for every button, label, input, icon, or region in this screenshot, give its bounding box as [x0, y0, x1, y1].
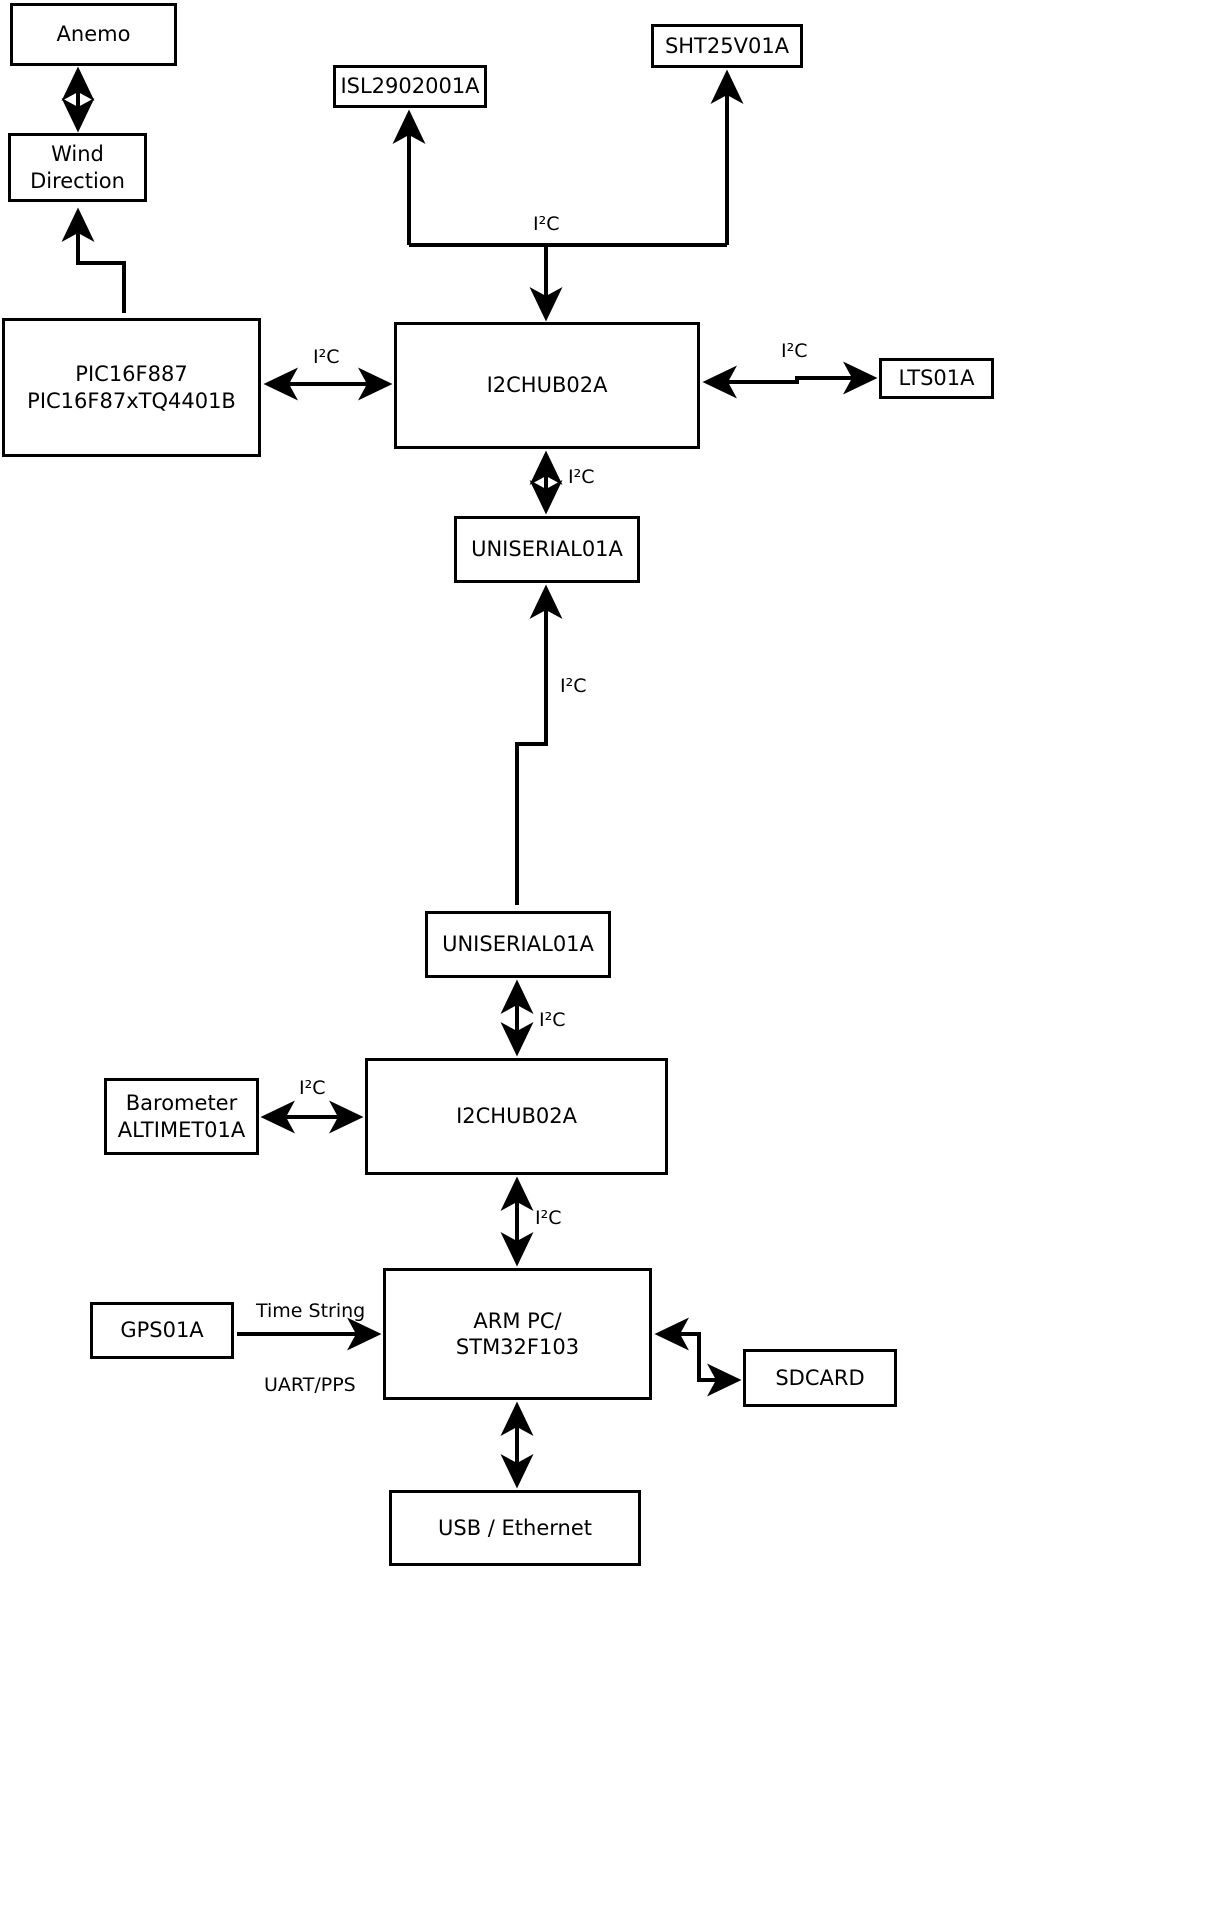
node-uniserial01a-lower[interactable]: UNISERIAL01A [425, 911, 611, 978]
node-isl2902001a[interactable]: ISL2902001A [333, 65, 487, 108]
node-label: SHT25V01A [664, 33, 790, 58]
edge-label-i2c-hub2-armpc: I²C [535, 1207, 562, 1229]
edge-label-uart-pps: UART/PPS [264, 1374, 356, 1396]
edge-uniserial1-uniserial2 [515, 584, 563, 905]
node-arm-pc-stm32f103[interactable]: ARM PC/ STM32F103 [383, 1268, 652, 1400]
node-usb-ethernet[interactable]: USB / Ethernet [389, 1490, 641, 1566]
node-label: GPS01A [120, 1318, 204, 1343]
node-anemo[interactable]: Anemo [10, 3, 177, 66]
node-label: ISL2902001A [340, 74, 480, 99]
node-sht25v01a[interactable]: SHT25V01A [651, 24, 803, 68]
edge-armpc-sdcard [654, 1317, 742, 1397]
node-sdcard[interactable]: SDCARD [743, 1349, 897, 1407]
node-uniserial01a-upper[interactable]: UNISERIAL01A [454, 516, 640, 583]
node-label: UNISERIAL01A [471, 537, 623, 562]
edge-label-i2c-uniserial2-hub2: I²C [539, 1009, 566, 1031]
edge-hub-lts [702, 361, 878, 399]
node-gps01a[interactable]: GPS01A [90, 1302, 234, 1359]
edge-label-i2c-hub-bus: I²C [533, 213, 560, 235]
edge-label-i2c-pic-hub: I²C [313, 346, 340, 368]
node-label: LTS01A [898, 366, 975, 391]
node-label: Barometer ALTIMET01A [117, 1091, 246, 1142]
edge-label-time-string: Time String [256, 1300, 366, 1322]
node-label: UNISERIAL01A [442, 932, 594, 957]
edge-pic-winddir [61, 207, 126, 313]
node-label: PIC16F887 PIC16F87xTQ4401B [27, 362, 236, 413]
node-label: I2CHUB02A [486, 373, 608, 398]
node-label: USB / Ethernet [438, 1515, 592, 1540]
node-pic16f887[interactable]: PIC16F887 PIC16F87xTQ4401B [2, 318, 261, 457]
node-label: ARM PC/ STM32F103 [455, 1308, 580, 1359]
node-label: I2CHUB02A [456, 1104, 577, 1129]
node-label: Anemo [56, 22, 131, 47]
node-label: SDCARD [775, 1365, 865, 1390]
node-i2chub02a-top[interactable]: I2CHUB02A [394, 322, 700, 449]
node-label: Wind Direction [30, 142, 125, 193]
node-barometer-altimet01a[interactable]: Barometer ALTIMET01A [104, 1078, 259, 1155]
edge-label-i2c-hub-lts: I²C [781, 340, 808, 362]
node-lts01a[interactable]: LTS01A [879, 358, 994, 399]
node-i2chub02a-bottom[interactable]: I2CHUB02A [365, 1058, 668, 1175]
edge-label-i2c-uniserial1-uniserial2: I²C [560, 675, 587, 697]
edge-label-i2c-hub-uniserial1: I²C [568, 466, 595, 488]
node-wind-direction[interactable]: Wind Direction [8, 133, 147, 202]
edge-label-i2c-barometer-hub2: I²C [299, 1077, 326, 1099]
